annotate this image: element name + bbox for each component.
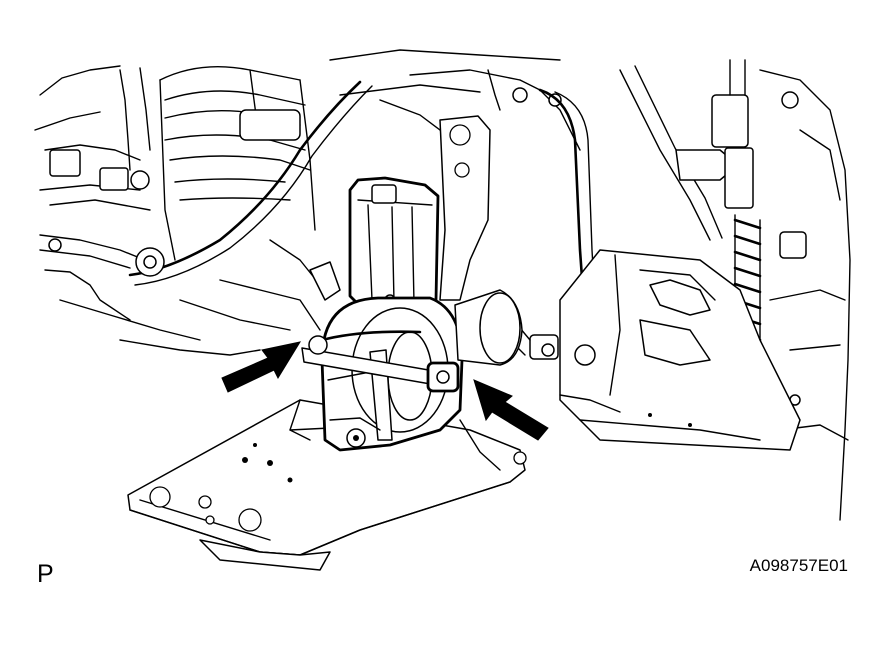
- engine-housing: [34, 49, 851, 521]
- mounting-plate: [127, 399, 527, 571]
- figure-code: A098757E01: [749, 556, 848, 575]
- view-label: P: [37, 560, 54, 588]
- arrow-right: [473, 379, 549, 441]
- arrow-left: [221, 341, 302, 393]
- engine-mount: [301, 176, 523, 452]
